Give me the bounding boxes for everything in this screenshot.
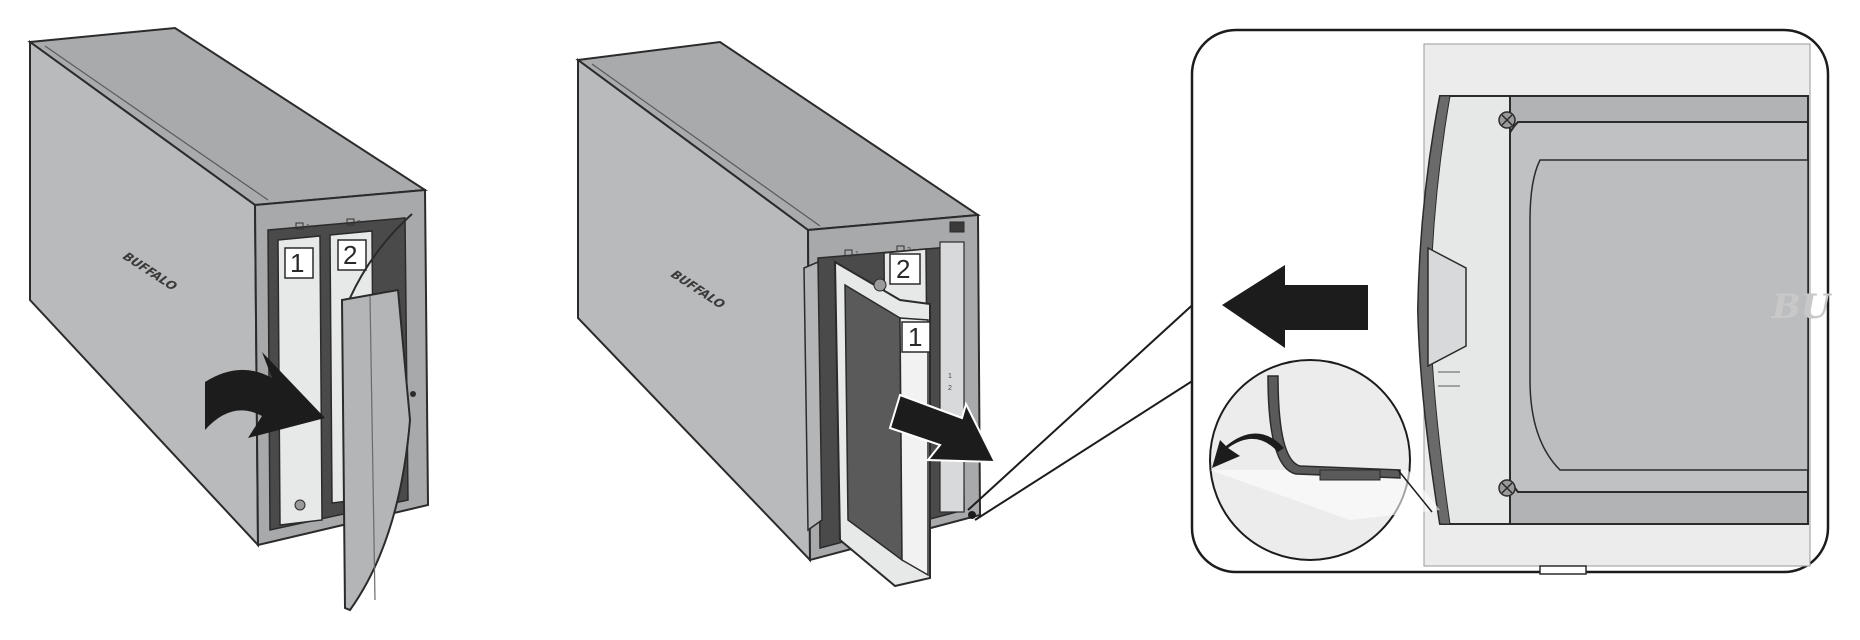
led-label-1: 1 bbox=[855, 251, 859, 258]
side-label-1: 1 bbox=[948, 373, 952, 380]
release-arrow bbox=[1212, 433, 1284, 468]
bay-label-2: 2 bbox=[896, 254, 910, 284]
bay-label-2: 2 bbox=[343, 240, 357, 270]
bay-label-1: 1 bbox=[908, 322, 922, 352]
step1-open-cover: BUFFALO 1 2 1 2 bbox=[27, 26, 430, 612]
front-cover-open[interactable] bbox=[340, 288, 412, 612]
screw-icon bbox=[1498, 479, 1516, 497]
bay-label-1: 1 bbox=[290, 248, 304, 278]
open-cover-arrow bbox=[205, 352, 325, 438]
pull-out-arrow bbox=[888, 393, 997, 464]
step2-remove-drive: BUFFALO 1 2 1 2 2 1 bbox=[575, 40, 1223, 588]
side-label-2: 2 bbox=[948, 385, 952, 392]
magnified-latch bbox=[1209, 359, 1440, 561]
drive-watermark: BU bbox=[1771, 287, 1833, 327]
slide-out-arrow bbox=[1222, 265, 1368, 348]
led-label-1: 1 bbox=[306, 224, 310, 231]
detail-callout: BU bbox=[1190, 28, 1833, 575]
drive-tray-1[interactable] bbox=[277, 235, 323, 526]
screw-icon bbox=[1498, 111, 1516, 129]
led-label-2: 2 bbox=[357, 220, 361, 227]
